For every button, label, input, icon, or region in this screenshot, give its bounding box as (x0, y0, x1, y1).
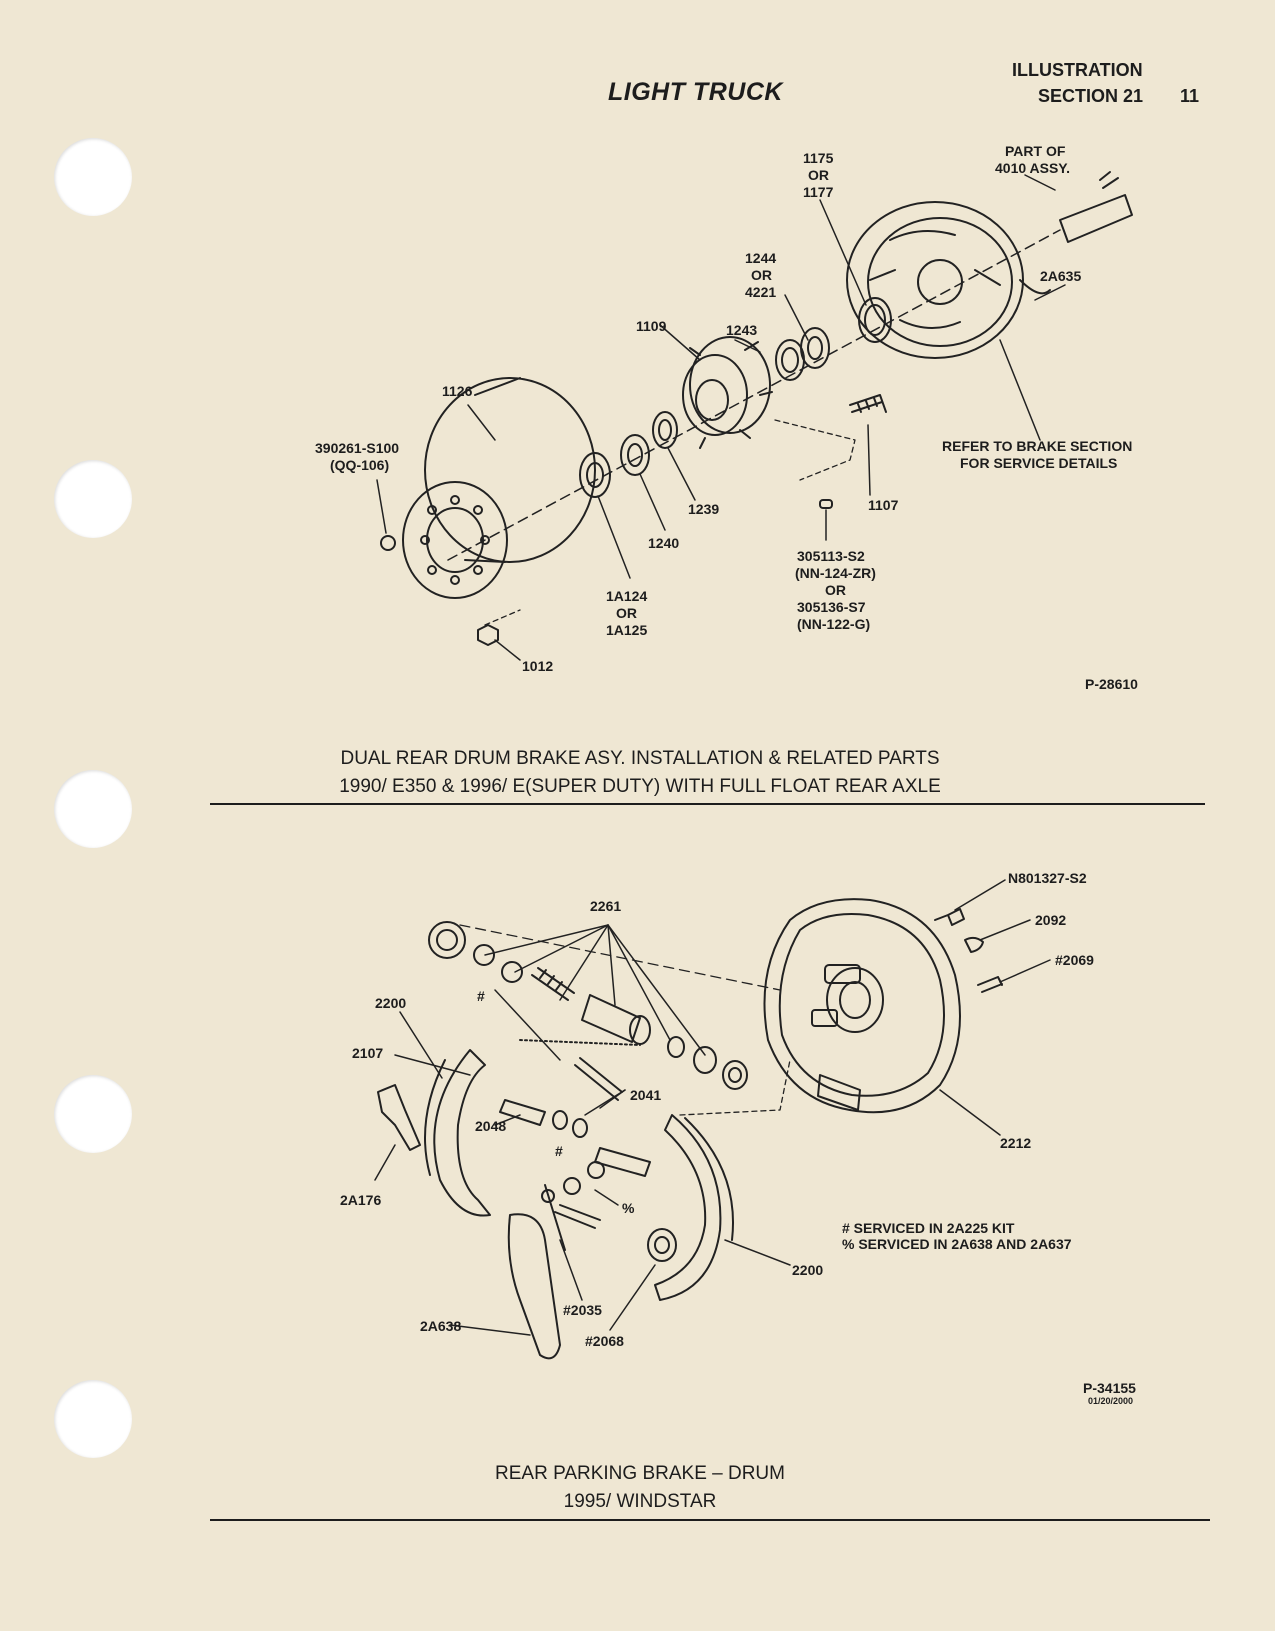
label-nn-122-g: (NN-122-G) (797, 616, 871, 632)
diagram1-caption-line1: DUAL REAR DRUM BRAKE ASY. INSTALLATION &… (340, 748, 940, 769)
label-305113-S2: 305113-S2 (797, 548, 865, 564)
header-illustration: ILLUSTRATION (1012, 60, 1143, 80)
parking-lever (507, 1213, 561, 1360)
label-or: OR (616, 605, 637, 621)
label-hash: # (555, 1143, 563, 1159)
diagram2-code: P-34155 (1083, 1380, 1136, 1396)
label-1175: 1175 (803, 150, 834, 166)
label-2092: 2092 (1035, 912, 1067, 928)
label-1107: 1107 (868, 497, 899, 513)
label-2041: 2041 (630, 1087, 662, 1103)
diagram1-art (376, 171, 1133, 661)
brake-shoe (433, 1049, 491, 1217)
label-1A125: 1A125 (606, 622, 648, 638)
label-1A124: 1A124 (606, 588, 648, 604)
label-2107: 2107 (352, 1045, 384, 1061)
label-hash: # (477, 988, 485, 1004)
label-2A176: 2A176 (340, 1192, 382, 1208)
label-refer-2: FOR SERVICE DETAILS (960, 455, 1118, 471)
page-number: 11 (1180, 86, 1200, 106)
diagram1-caption-line2: 1990/ E350 & 1996/ E(SUPER DUTY) WITH FU… (339, 776, 941, 797)
label-1244: 1244 (745, 250, 777, 266)
brake-shoe (654, 1114, 722, 1301)
label-percent: % (622, 1200, 635, 1216)
backing-plate-2212 (763, 898, 961, 1114)
diagram2-art (374, 879, 1051, 1360)
label-2069: #2069 (1055, 952, 1094, 968)
binder-hole (54, 1380, 132, 1458)
label-1126: 1126 (442, 383, 473, 399)
note-2A225-kit: # SERVICED IN 2A225 KIT (842, 1220, 1015, 1236)
diagram2-caption-line2: 1995/ WINDSTAR (563, 1491, 717, 1512)
header-section: SECTION 21 (1038, 86, 1144, 106)
diagram2-caption-line1: REAR PARKING BRAKE – DRUM (495, 1463, 785, 1484)
label-305136-S7: 305136-S7 (797, 599, 866, 615)
label-390261-S100: 390261-S100 (315, 440, 400, 456)
diagram2-date: 01/20/2000 (1088, 1396, 1134, 1406)
label-4221: 4221 (745, 284, 777, 300)
label-1243: 1243 (726, 322, 758, 338)
label-2261: 2261 (590, 898, 622, 914)
label-or: OR (808, 167, 829, 183)
label-2200-left: 2200 (375, 995, 407, 1011)
label-qq-106: (QQ-106) (330, 457, 390, 473)
label-4010-assy: 4010 ASSY. (995, 160, 1070, 176)
binder-hole (54, 460, 132, 538)
label-2A635: 2A635 (1040, 268, 1082, 284)
label-1177: 1177 (803, 184, 834, 200)
note-2A638-2A637: % SERVICED IN 2A638 AND 2A637 (842, 1236, 1072, 1252)
label-n801327-s2: N801327-S2 (1008, 870, 1087, 886)
label-nn-124-zr: (NN-124-ZR) (795, 565, 876, 581)
label-part-of: PART OF (1005, 143, 1066, 159)
label-2035: #2035 (563, 1302, 602, 1318)
binder-hole (54, 770, 132, 848)
binder-hole (54, 138, 132, 216)
label-1012: 1012 (522, 658, 554, 674)
brake-drum (424, 377, 596, 563)
binder-hole (54, 1075, 132, 1153)
label-2068: #2068 (585, 1333, 624, 1349)
page-title: LIGHT TRUCK (608, 78, 783, 106)
label-2200-right: 2200 (792, 1262, 824, 1278)
label-1239: 1239 (688, 501, 720, 517)
diagram1-code: P-28610 (1085, 676, 1138, 692)
backing-plate (846, 201, 1024, 359)
label-or: OR (751, 267, 772, 283)
label-1240: 1240 (648, 535, 680, 551)
label-2A638: 2A638 (420, 1318, 462, 1334)
label-2212: 2212 (1000, 1135, 1032, 1151)
label-2048: 2048 (475, 1118, 507, 1134)
section-divider (210, 803, 1205, 805)
bottom-rule (210, 1519, 1210, 1521)
label-1109: 1109 (636, 318, 667, 334)
label-refer-1: REFER TO BRAKE SECTION (942, 438, 1133, 454)
label-or: OR (825, 582, 846, 598)
